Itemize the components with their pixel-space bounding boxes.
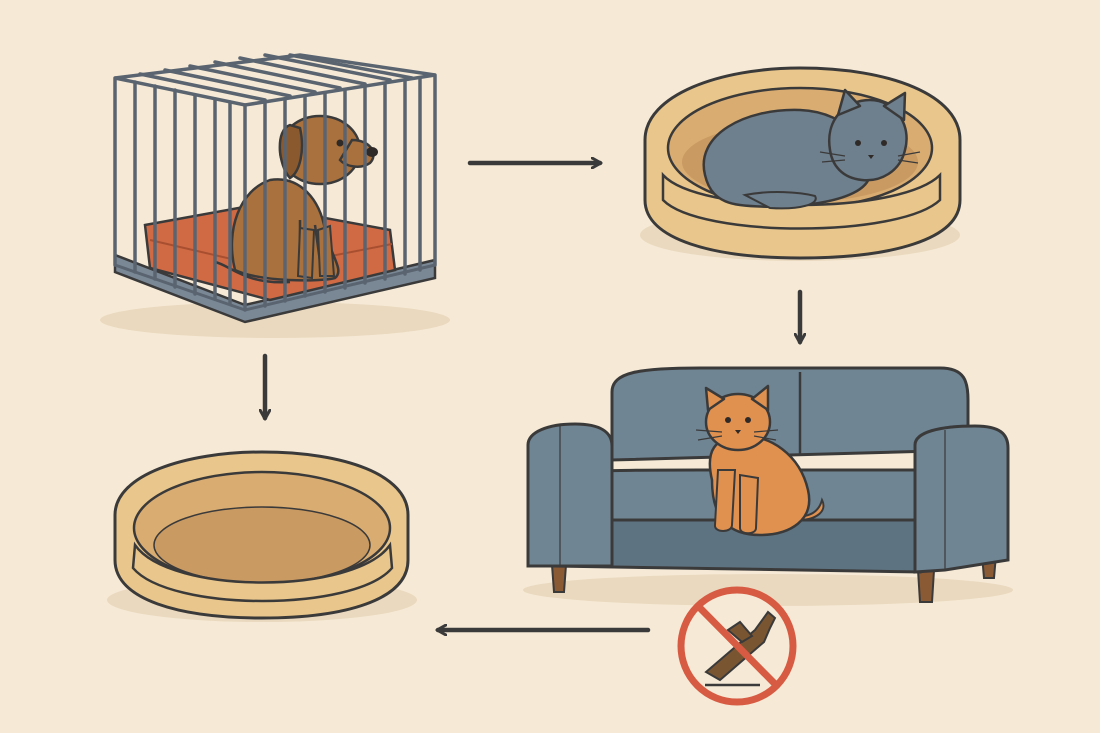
crate-shadow bbox=[100, 302, 450, 338]
empty-pet-bed-icon bbox=[107, 450, 417, 622]
empty-bed-rim bbox=[131, 541, 394, 603]
sofa-backrest bbox=[610, 366, 970, 462]
no-scratching-sign-icon bbox=[677, 586, 797, 706]
sofa-shadow bbox=[523, 574, 1013, 606]
dog-in-crate-icon bbox=[100, 53, 450, 338]
cat-on-sofa-icon bbox=[523, 366, 1013, 606]
gray-cat-icon bbox=[702, 88, 921, 210]
no-sign-slash bbox=[696, 604, 779, 688]
crate-bars bbox=[113, 53, 437, 312]
sofa-right-arm bbox=[913, 424, 1010, 574]
orange-cat-icon bbox=[695, 384, 825, 537]
sofa-left-arm bbox=[526, 422, 614, 568]
empty-bed-floor bbox=[153, 506, 371, 584]
cat-in-bed-icon bbox=[640, 66, 962, 261]
